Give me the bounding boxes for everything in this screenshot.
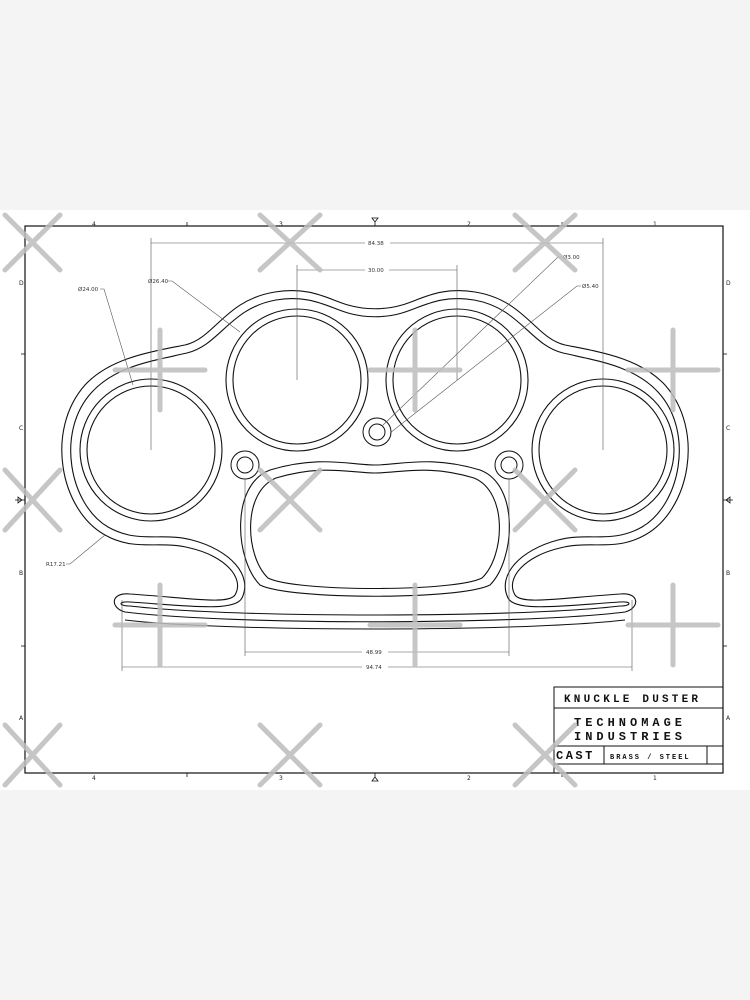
dimension-labels: 84.38 30.00 Ø24.00 Ø26.40 Ø3.00 Ø5.40 R1… — [46, 241, 599, 671]
finger-holes — [79, 308, 675, 522]
company-name-line1: TECHNOMAGE — [574, 716, 686, 730]
zone-col-4-top: 4 — [92, 221, 96, 228]
zone-col-2-bottom: 2 — [467, 775, 471, 782]
dim-dia-3: Ø3.00 — [563, 254, 580, 261]
dim-dia-5-4: Ø5.40 — [582, 283, 599, 290]
zone-col-1-bottom: 1 — [653, 775, 657, 782]
dim-dia-26-4: Ø26.40 — [148, 278, 169, 285]
center-mark-icons — [15, 217, 733, 782]
zone-labels: 4 3 2 1 4 3 2 1 D C B A D C B A — [19, 221, 731, 782]
part-name: KNUCKLE DUSTER — [564, 694, 701, 706]
zone-col-4-bottom: 4 — [92, 775, 96, 782]
material-spec: BRASS / STEEL — [610, 754, 691, 762]
watermark-icons — [2, 212, 721, 788]
zone-col-2-top: 2 — [467, 221, 471, 228]
zone-row-c-left: C — [19, 425, 23, 432]
zone-row-b-left: B — [19, 570, 23, 577]
process-type: CAST — [556, 749, 595, 763]
dim-84-38: 84.38 — [368, 241, 384, 247]
zone-row-a-left: A — [19, 715, 24, 722]
dim-30-00: 30.00 — [368, 268, 384, 274]
dimension-lines — [66, 238, 633, 671]
zone-col-3-top: 3 — [279, 221, 283, 228]
technical-drawing: 4 3 2 1 4 3 2 1 D C B A D C B A — [2, 212, 733, 788]
dim-94-74: 94.74 — [366, 665, 382, 671]
title-block — [553, 686, 724, 774]
zone-row-a-right: A — [726, 715, 731, 722]
zone-col-3-bottom: 3 — [279, 775, 283, 782]
zone-col-1-top: 1 — [653, 221, 657, 228]
zone-row-c-right: C — [726, 425, 730, 432]
dim-dia-24: Ø24.00 — [78, 286, 99, 293]
dim-48-99: 48.99 — [366, 650, 382, 656]
drawing-sheet: 4 3 2 1 4 3 2 1 D C B A D C B A — [0, 210, 750, 790]
zone-row-d-right: D — [726, 280, 731, 287]
company-name-line2: INDUSTRIES — [574, 730, 686, 744]
zone-row-d-left: D — [19, 280, 24, 287]
knuckle-duster-outline — [61, 290, 689, 630]
dim-r-17-21: R17.21 — [46, 562, 66, 568]
zone-row-b-right: B — [726, 570, 730, 577]
